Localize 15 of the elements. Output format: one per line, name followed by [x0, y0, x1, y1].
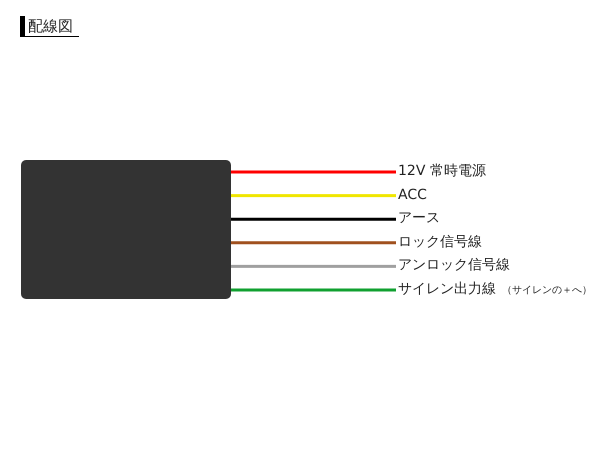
note: （サイレンの＋へ）	[502, 285, 592, 296]
wire-label: アンロック信号線	[398, 257, 510, 274]
wire	[231, 218, 396, 221]
wire-label: 12V 常時電源	[398, 163, 486, 179]
wire	[231, 241, 396, 244]
control-box	[21, 160, 231, 299]
wire	[231, 194, 396, 198]
wire-label: ロック信号線	[398, 234, 482, 250]
wire	[231, 170, 396, 174]
wire-label: サイレン出力線	[398, 281, 496, 297]
wire-label: アース	[398, 210, 440, 226]
wire-label: ACC	[398, 186, 427, 203]
wire	[231, 288, 396, 292]
wire	[231, 264, 396, 268]
heading: 配線図	[20, 16, 79, 37]
